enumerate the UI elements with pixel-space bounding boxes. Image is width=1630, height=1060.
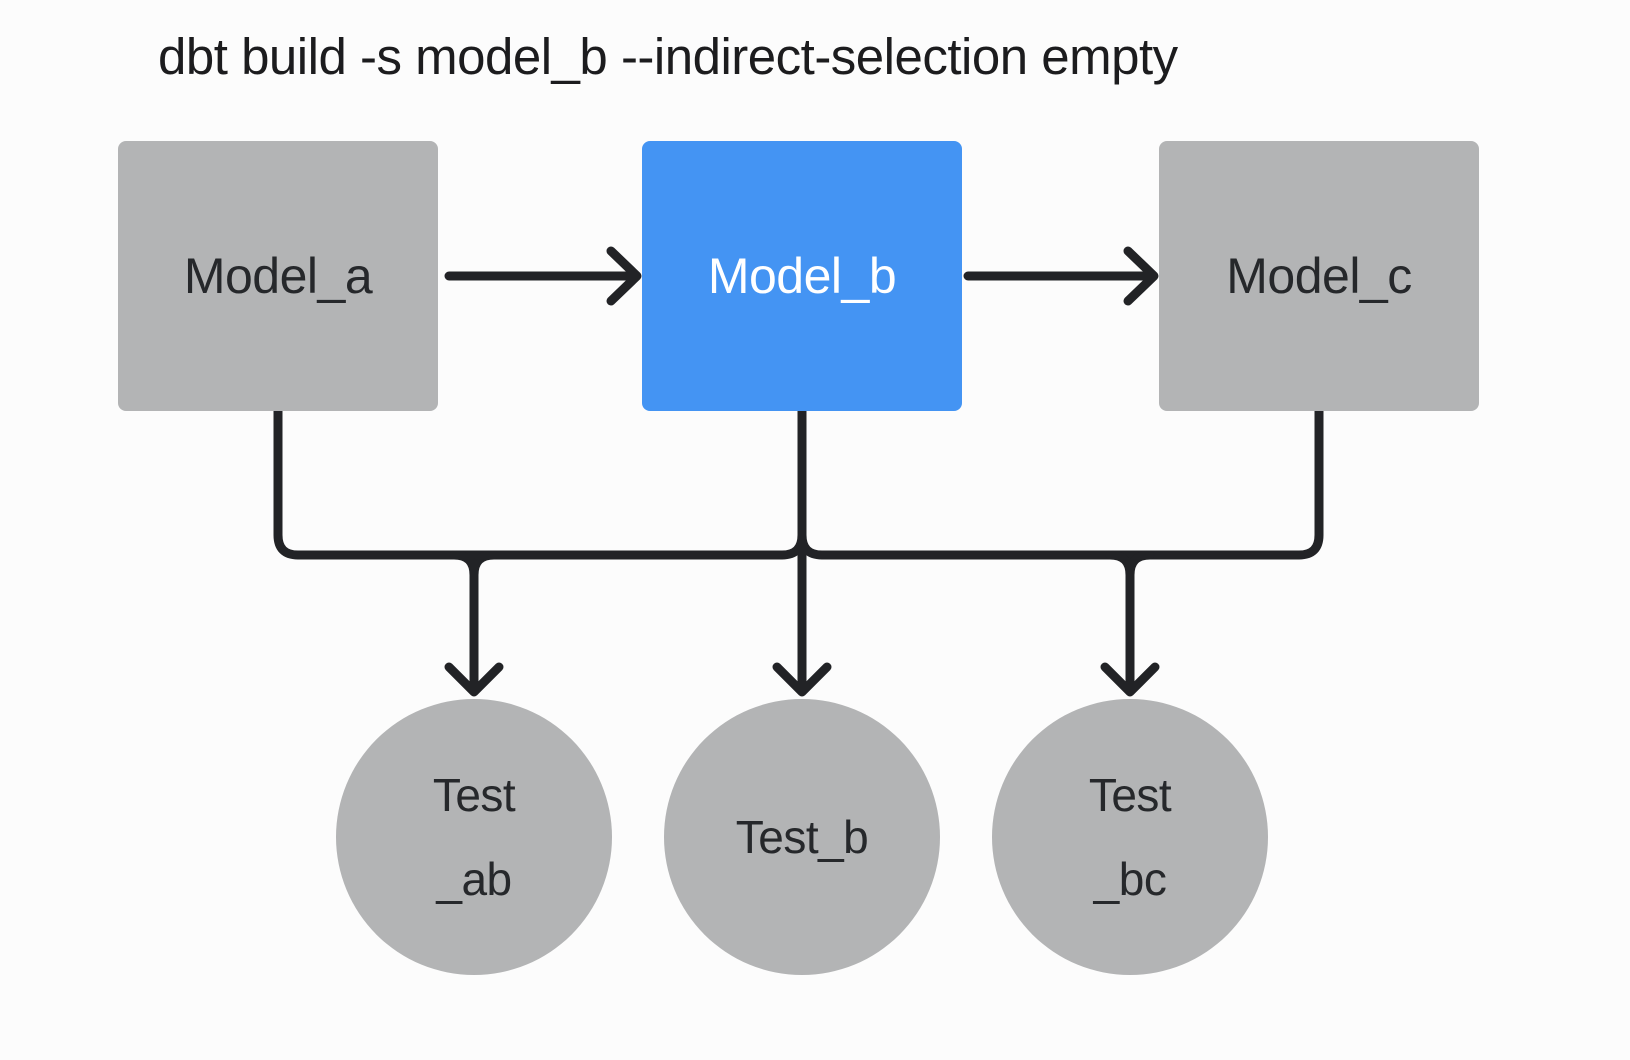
edge-model-a-to-model-b — [444, 246, 642, 306]
node-model-c-label: Model_c — [1226, 248, 1412, 304]
node-model-b-label: Model_b — [707, 248, 897, 304]
edge-bus-to-test-bc — [1100, 550, 1160, 697]
node-model-a: Model_a — [118, 141, 438, 411]
node-model-c: Model_c — [1159, 141, 1479, 411]
edge-model-b-to-model-c — [963, 246, 1159, 306]
node-model-b: Model_b — [642, 141, 962, 411]
node-test-bc-label-line2: _bc — [1093, 853, 1167, 905]
edge-model-a-to-bus — [273, 406, 807, 560]
node-test-bc: Test _bc — [992, 699, 1268, 975]
node-test-b-label-line1: Test_b — [735, 811, 869, 863]
edge-model-b-to-test-b — [772, 406, 832, 697]
node-test-b: Test_b — [664, 699, 940, 975]
node-model-a-label: Model_a — [183, 248, 373, 304]
edge-bus-to-test-ab — [444, 550, 504, 697]
page-title: dbt build -s model_b --indirect-selectio… — [158, 28, 1178, 85]
node-test-ab: Test _ab — [336, 699, 612, 975]
node-test-ab-label-line1: Test — [432, 769, 516, 821]
edge-model-c-to-bus — [797, 406, 1324, 560]
node-test-bc-label-line1: Test — [1088, 769, 1172, 821]
node-test-ab-label-line2: _ab — [436, 853, 512, 905]
